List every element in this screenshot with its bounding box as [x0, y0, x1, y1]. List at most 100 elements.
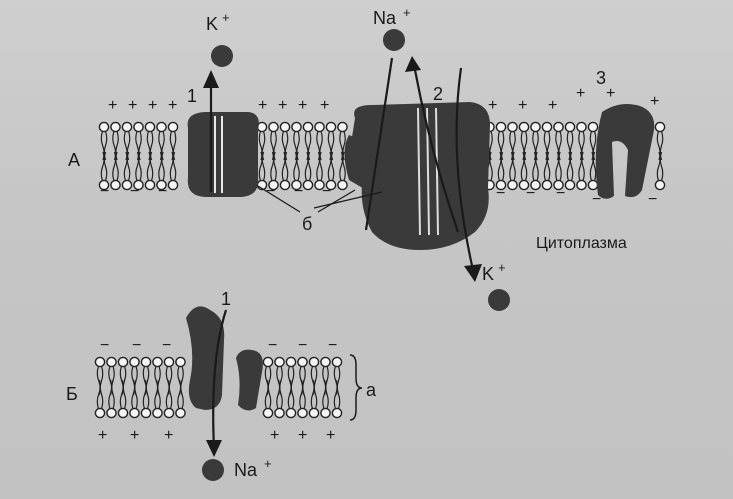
plus-sign: + [258, 97, 267, 114]
plus-sign: + [576, 85, 585, 102]
lipid-head-inner [175, 379, 186, 419]
plus-sign: + [148, 97, 157, 114]
lipid-head-inner [302, 151, 314, 191]
plus-sign: + [164, 427, 173, 444]
plus-sign: + [606, 85, 615, 102]
lipid-head-inner [152, 379, 163, 419]
minus-sign: − [592, 191, 601, 208]
plus-sign: + [298, 427, 307, 444]
plus-sign: + [298, 97, 307, 114]
plus-sign: + [278, 97, 287, 114]
lipid-head-inner [297, 379, 308, 419]
minus-sign: − [132, 337, 141, 354]
channel-1-k [187, 112, 259, 197]
plus-sign: + [168, 97, 177, 114]
lipid-head-inner [285, 379, 297, 419]
minus-sign: − [648, 191, 657, 208]
bracket-a [349, 354, 363, 421]
minus-sign: − [526, 185, 535, 202]
minus-sign: − [328, 337, 337, 354]
label-cytoplasm: Цитоплазма [536, 235, 627, 252]
lipid-head-inner [331, 379, 343, 419]
plus-sign: + [270, 427, 279, 444]
label-plus-k-top: + [222, 10, 230, 25]
pump-2-na-k [344, 102, 490, 250]
leader-lines-b [257, 185, 383, 213]
plus-sign: + [548, 97, 557, 114]
lipid-head-inner [530, 151, 541, 191]
protein-3 [595, 104, 655, 199]
label-num-3: 3 [596, 68, 606, 88]
label-ion-k-top: K [206, 14, 218, 34]
lipid-head-inner [279, 151, 291, 191]
ion-k-top [211, 45, 233, 67]
arrows [203, 56, 482, 457]
label-plus-na-top: + [403, 5, 411, 20]
label-num-1-top: 1 [187, 86, 197, 106]
minus-sign: − [158, 183, 167, 200]
minus-sign: − [556, 185, 565, 202]
lipid-head-inner [518, 151, 530, 191]
minus-sign: − [100, 337, 109, 354]
plus-sign: + [518, 97, 527, 114]
ion-k-bottom [488, 289, 510, 311]
charge-signs: ++++++++++++++−−−−−−−−−−−−−−−−−++++++ [98, 85, 659, 444]
lipid-head-inner [129, 379, 140, 419]
plus-sign: + [128, 97, 137, 114]
lipid-head-inner [564, 151, 576, 191]
text-labels: K + Na + 1 2 3 А б Цитоплазма K + 1 Б а … [66, 5, 627, 480]
label-num-2: 2 [433, 84, 443, 104]
label-a-small: а [366, 380, 377, 400]
lipid-head-inner [576, 151, 587, 191]
minus-sign: − [294, 183, 303, 200]
lipid-head-inner [654, 151, 666, 191]
arrow-na-in [212, 309, 228, 449]
lipid-head-inner [106, 379, 117, 419]
plus-sign: + [320, 97, 329, 114]
lipid-head-inner [110, 151, 121, 191]
arrow-na-out [413, 69, 460, 233]
minus-sign: − [496, 185, 505, 202]
lipid-head-inner [495, 151, 507, 191]
label-ion-na-bottom: Na [234, 460, 258, 480]
label-plus-k-bottom: + [498, 260, 506, 275]
lipid-head-inner [167, 151, 179, 191]
minus-sign: − [268, 337, 277, 354]
lipid-head-inner [163, 379, 175, 419]
lipid-head-inner [541, 151, 553, 191]
minus-sign: − [322, 183, 331, 200]
lipid-head-inner [144, 151, 156, 191]
plus-sign: + [326, 427, 335, 444]
lipid-head-inner [262, 379, 274, 419]
label-ion-k-bottom: K [482, 264, 494, 284]
label-num-1-bottom: 1 [221, 289, 231, 309]
plus-sign: + [130, 427, 139, 444]
lipid-head-inner [507, 151, 518, 191]
minus-sign: − [130, 183, 139, 200]
label-panel-b: Б [66, 384, 78, 404]
ions [202, 29, 510, 481]
minus-sign: − [100, 183, 109, 200]
lipid-head-inner [274, 379, 285, 419]
lipid-head-inner [320, 379, 331, 419]
label-panel-a: А [68, 150, 80, 170]
plus-sign: + [108, 97, 117, 114]
lipid-head-inner [308, 379, 320, 419]
lipid-head-inner [117, 379, 129, 419]
lipid-head-inner [140, 379, 152, 419]
plus-sign: + [488, 97, 497, 114]
lipid-head-inner [94, 379, 106, 419]
minus-sign: − [162, 337, 171, 354]
channel-1-na-bottom [186, 306, 263, 411]
label-ion-na-top: Na [373, 8, 397, 28]
ion-na-top [383, 29, 405, 51]
minus-sign: − [298, 337, 307, 354]
plus-sign: + [98, 427, 107, 444]
lipid-head-inner [553, 151, 564, 191]
plus-sign: + [650, 93, 659, 110]
ion-na-bottom [202, 459, 224, 481]
label-plus-na-bottom: + [264, 456, 272, 471]
label-b-small: б [302, 214, 312, 234]
